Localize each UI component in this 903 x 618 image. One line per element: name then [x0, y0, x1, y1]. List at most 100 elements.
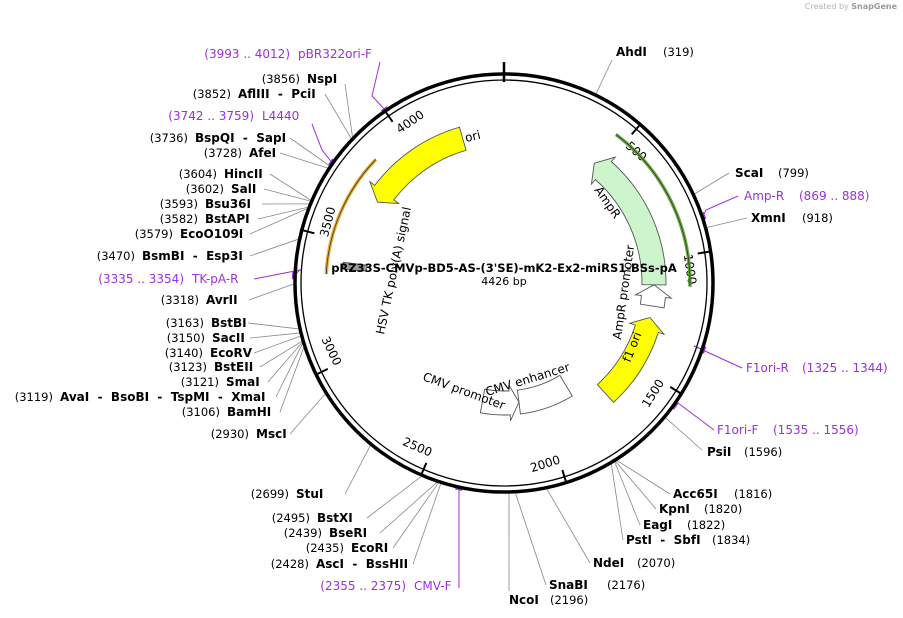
- leader-line: [664, 416, 703, 451]
- site-name: BstBI: [211, 316, 247, 330]
- site-name: NspI: [307, 72, 337, 86]
- site-afei[interactable]: (3728) AfeI: [204, 146, 276, 160]
- site-position: (3736): [150, 131, 188, 145]
- primer-f1ori-f[interactable]: F1ori-F (1535 .. 1556): [717, 423, 859, 437]
- site-ndei[interactable]: NdeI (2070): [593, 556, 675, 570]
- primer-name: Amp-R: [744, 189, 784, 203]
- leader-line: [249, 238, 300, 257]
- primer-binding-mark: [328, 158, 335, 166]
- site-position: (3852): [193, 87, 231, 101]
- feature-label-ampr-promoter[interactable]: AmpR promoter: [610, 244, 637, 340]
- site-position: (3856): [262, 72, 300, 86]
- feature-arrow-f1-ori[interactable]: [596, 316, 666, 403]
- leader-line: [344, 83, 354, 139]
- site-bspqi-sapi[interactable]: (3736) BspQI - SapI: [150, 131, 286, 145]
- site-ecorv[interactable]: (3140) EcoRV: [165, 346, 253, 360]
- site-position: (3318): [161, 293, 199, 307]
- leader-line: [263, 188, 312, 202]
- site-smai[interactable]: (3121) SmaI: [181, 375, 260, 389]
- site-ahdi[interactable]: AhdI (319): [616, 45, 694, 59]
- feature-arrows: [342, 126, 673, 422]
- site-scai[interactable]: ScaI (799): [735, 166, 809, 180]
- site-bstapi[interactable]: (3582) BstAPI: [160, 212, 250, 226]
- site-position: (2435): [306, 541, 344, 555]
- site-psii[interactable]: PsiI (1596): [707, 445, 782, 459]
- site-nspi[interactable]: (3856) NspI: [262, 72, 338, 86]
- site-name: NdeI: [593, 556, 624, 570]
- feature-arrow-ori[interactable]: [368, 126, 467, 205]
- site-asci-bsshii[interactable]: (2428) AscI - BssHII: [271, 557, 408, 571]
- site-bstbi[interactable]: (3163) BstBI: [166, 316, 247, 330]
- site-bstxi[interactable]: (2495) BstXI: [272, 511, 353, 525]
- primer-range: (3335 .. 3354): [98, 272, 184, 286]
- leader-line: [412, 482, 442, 565]
- site-avai-bsobi-tspmi-xmai[interactable]: (3119) AvaI - BsoBI - TspMI - XmaI: [15, 390, 266, 404]
- feature-arrow-cmv-promoter[interactable]: [479, 384, 520, 422]
- site-kpni[interactable]: KpnI (1820): [659, 502, 742, 516]
- leader-line: [257, 206, 310, 220]
- leader-line: [269, 173, 313, 202]
- site-name: AvrII: [206, 293, 238, 307]
- primer-tk-pa-r[interactable]: (3335 .. 3354) TK-pA-R: [98, 272, 238, 286]
- feature-label-ori[interactable]: ori: [464, 128, 482, 145]
- site-bsteii[interactable]: (3123) BstEII: [169, 360, 253, 374]
- site-msci[interactable]: (2930) MscI: [211, 427, 287, 441]
- site-sacii[interactable]: (3150) SacII: [167, 331, 245, 345]
- credit-prefix: Created by: [804, 2, 849, 11]
- site-xmni[interactable]: XmnI (918): [751, 211, 833, 225]
- position-tick: [420, 462, 428, 475]
- primer-cmv-f[interactable]: (2355 .. 2375) CMV-F: [320, 579, 451, 593]
- primer-l4440[interactable]: (3742 .. 3759) L4440: [168, 109, 299, 123]
- primer-range: (3993 .. 4012): [204, 47, 290, 61]
- site-name: XmnI: [751, 211, 786, 225]
- site-position: (319): [663, 45, 694, 59]
- site-snabi[interactable]: SnaBI (2176): [549, 578, 645, 592]
- leader-line: [249, 207, 310, 235]
- site-sali[interactable]: (3602) SalI: [186, 182, 257, 196]
- leader-line: [545, 487, 591, 564]
- site-psti-sbfi[interactable]: PstI - SbfI (1834): [626, 533, 750, 547]
- primer-f1ori-r[interactable]: F1ori-R (1325 .. 1344): [746, 361, 888, 375]
- site-position: (2930): [211, 427, 249, 441]
- leader-line: [275, 341, 304, 398]
- primer-pbr322ori-f[interactable]: (3993 .. 4012) pBR322ori-F: [204, 47, 372, 61]
- site-position: (3140): [165, 346, 203, 360]
- site-name: Bsu36I: [205, 197, 251, 211]
- site-avrii[interactable]: (3318) AvrII: [161, 293, 238, 307]
- site-name: PsiI: [707, 445, 731, 459]
- primer-range: (1535 .. 1556): [773, 423, 859, 437]
- site-position: (2428): [271, 557, 309, 571]
- site-name: BstXI: [317, 511, 353, 525]
- site-position: (2495): [272, 511, 310, 525]
- feature-arrow-ampr-promoter[interactable]: [633, 284, 673, 309]
- primer-name: L4440: [262, 109, 299, 123]
- feature-arrow-hsv-tk-poly-a-signal[interactable]: [342, 261, 368, 272]
- leader-line: [248, 283, 296, 301]
- site-position: (3106): [182, 405, 220, 419]
- primer-binding-mark: [455, 487, 463, 491]
- site-name: NcoI: [509, 593, 539, 607]
- site-bsmbi-esp3i[interactable]: (3470) BsmBI - Esp3I: [97, 249, 243, 263]
- site-afliii-pcii[interactable]: (3852) AflIII - PciI: [193, 87, 316, 101]
- site-stui[interactable]: (2699) StuI: [251, 487, 324, 501]
- snapgene-credit: Created by SnapGene: [805, 2, 897, 11]
- site-hincii[interactable]: (3604) HincII: [179, 167, 263, 181]
- site-ncoi[interactable]: NcoI (2196): [509, 593, 588, 607]
- primer-binding-mark: [380, 106, 389, 113]
- site-bseri[interactable]: (2439) BseRI: [284, 526, 367, 540]
- position-tick-label: 1500: [639, 377, 667, 410]
- site-ecori[interactable]: (2435) EcoRI: [306, 541, 389, 555]
- primer-range: (3742 .. 3759): [168, 109, 254, 123]
- site-eco0109i[interactable]: (3579) EcoO109I: [135, 227, 244, 241]
- feature-arrow-cmv-enhancer[interactable]: [516, 374, 573, 415]
- leader-line: [344, 444, 372, 495]
- primer-amp-r[interactable]: Amp-R (869 .. 888): [744, 189, 869, 203]
- site-bsu36i[interactable]: (3593) Bsu36I: [160, 197, 251, 211]
- site-name: AflIII - PciI: [238, 87, 316, 101]
- site-acc65i[interactable]: Acc65I (1816): [673, 487, 772, 501]
- feature-arrow-ampr[interactable]: [590, 156, 667, 286]
- primer-name: CMV-F: [414, 579, 452, 593]
- site-bamhi[interactable]: (3106) BamHI: [182, 405, 272, 419]
- leader-line: [249, 332, 302, 339]
- site-eagi[interactable]: EagI (1822): [643, 518, 725, 532]
